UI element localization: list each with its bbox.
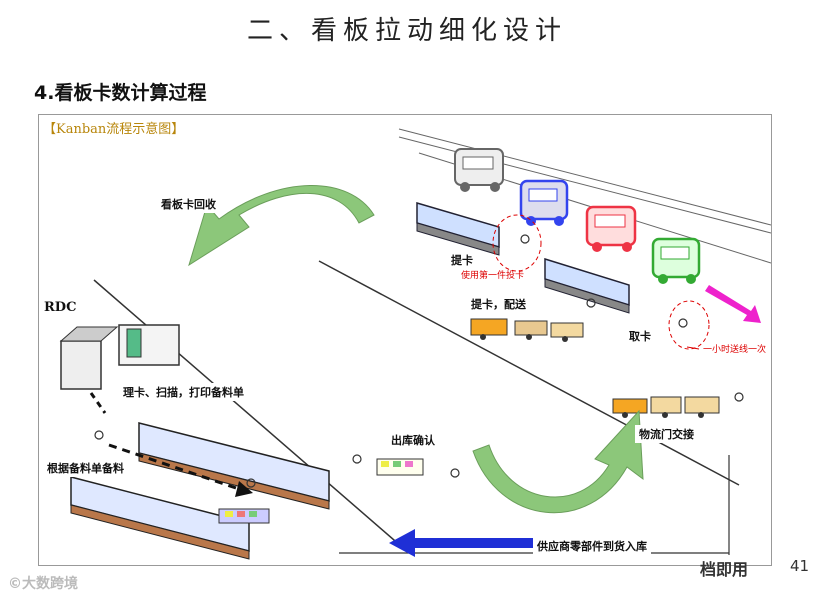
take-card-circle bbox=[668, 300, 710, 350]
picking-cart bbox=[218, 508, 270, 524]
page-title: 二、看板拉动细化设计 bbox=[246, 16, 567, 46]
scan-print-desk bbox=[118, 324, 180, 366]
label-supplier-inbound: 供应商零部件到货入库 bbox=[533, 537, 651, 555]
label-logistics-handover: 物流门交接 bbox=[635, 425, 698, 443]
label-pick-card-note: 使用第一件投卡 bbox=[461, 271, 525, 281]
shelf-row-2 bbox=[70, 476, 250, 560]
label-sort-scan-print: 理卡、扫描，打印备料单 bbox=[119, 383, 248, 401]
truck-red bbox=[585, 205, 637, 252]
magenta-arrow bbox=[705, 285, 761, 323]
lineside-rack-2 bbox=[544, 257, 630, 314]
label-pick-card: 提卡 bbox=[447, 251, 477, 269]
outbound-cart bbox=[376, 458, 424, 476]
label-pick-deliver: 提卡，配送 bbox=[467, 295, 530, 313]
worker-figure bbox=[94, 234, 744, 488]
tugger-train-delivery bbox=[470, 318, 584, 342]
watermark-left: ©大数跨境 bbox=[8, 576, 78, 592]
take-card-red-line bbox=[686, 346, 700, 350]
flow-dashed-arrow-1 bbox=[89, 392, 107, 414]
label-hourly-note: 一小时送线一次 bbox=[703, 345, 767, 355]
diagram-frame-title: 【Kanban流程示意图】 bbox=[43, 122, 185, 137]
truck-blue bbox=[519, 179, 569, 226]
green-arrow-dock bbox=[472, 409, 644, 514]
shelf-row-1 bbox=[138, 422, 330, 510]
label-take-card: 取卡 bbox=[625, 327, 655, 345]
kanban-post-box bbox=[59, 326, 119, 390]
conveyor-line-1 bbox=[398, 128, 771, 226]
flow-dashed-arrowhead bbox=[235, 481, 253, 497]
floor-line-upper bbox=[318, 260, 740, 486]
truck-green bbox=[651, 237, 701, 284]
label-outbound-confirm: 出库确认 bbox=[387, 431, 439, 449]
flow-dashed-arrow-2 bbox=[108, 443, 240, 491]
blue-arrow-inbound bbox=[389, 529, 533, 557]
label-prepare-by-list: 根据备料单备料 bbox=[43, 459, 128, 477]
truck-gray bbox=[454, 148, 504, 192]
label-card-return: 看板卡回收 bbox=[157, 195, 220, 213]
kanban-diagram-frame: 【Kanban流程示意图】 RDC 看板卡回收 提卡 使用第一件投卡 提卡，配送… bbox=[38, 114, 772, 566]
section-subtitle: 4.看板卡数计算过程 bbox=[34, 82, 207, 104]
rdc-label: RDC bbox=[44, 300, 77, 315]
lineside-rack-1 bbox=[416, 201, 500, 256]
pick-card-circle bbox=[492, 214, 542, 272]
tugger-train-dock bbox=[612, 396, 720, 418]
page-number: 41 bbox=[790, 557, 810, 575]
kanban-flow-diagram bbox=[59, 128, 771, 560]
watermark-right: 档即用 bbox=[700, 560, 749, 579]
